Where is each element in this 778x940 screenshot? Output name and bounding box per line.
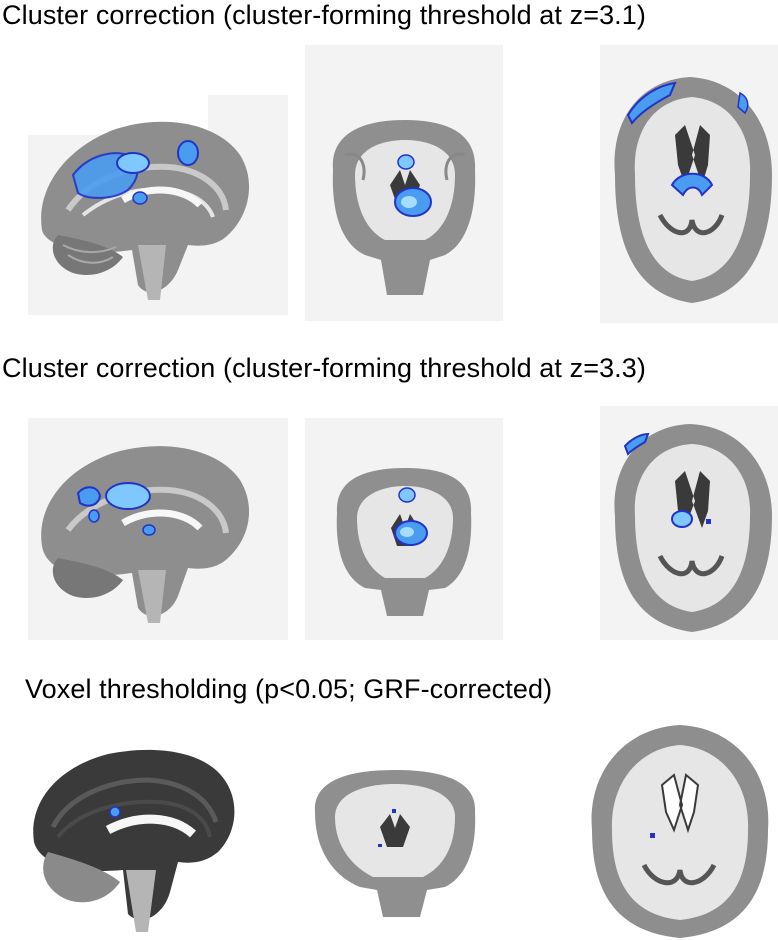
row1-axial-panel (600, 45, 778, 323)
row2-axial-panel (600, 406, 778, 640)
row1-heading: Cluster correction (cluster-forming thre… (2, 0, 646, 30)
row3-heading: Voxel thresholding (p<0.05; GRF-correcte… (25, 674, 553, 704)
row1-sagittal-panel (28, 95, 288, 315)
row3-coronal-panel (305, 742, 503, 940)
coronal-brain-image (336, 468, 472, 616)
axial-brain-image (614, 424, 772, 632)
sagittal-brain-image (28, 95, 250, 300)
axial-brain-image (591, 725, 769, 938)
coronal-brain-image (332, 120, 476, 295)
coronal-brain-image (314, 770, 476, 917)
row2-heading: Cluster correction (cluster-forming thre… (2, 353, 646, 383)
row1-coronal-panel (305, 45, 503, 321)
axial-brain-image (614, 77, 772, 303)
row2-sagittal-panel (28, 418, 288, 640)
row3-axial-panel (582, 720, 778, 940)
row3-sagittal-panel (28, 742, 288, 940)
sagittal-brain-image (41, 446, 250, 623)
row2-coronal-panel (305, 418, 503, 640)
sagittal-brain-image (33, 749, 235, 932)
